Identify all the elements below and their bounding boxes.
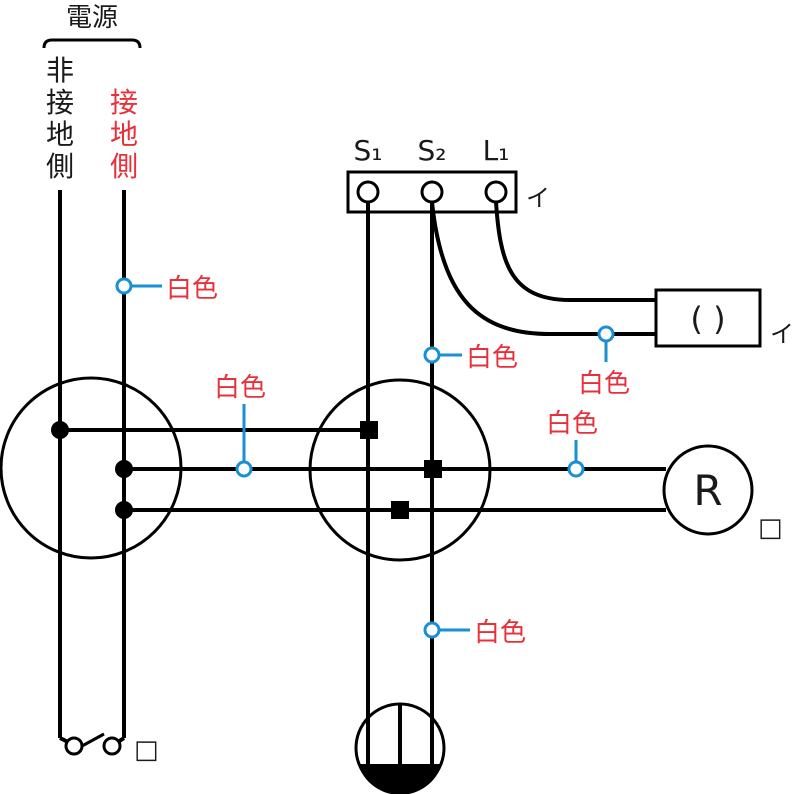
wire-marker-lamp-wire: 白色: [578, 325, 630, 399]
terminal-block-tag: イ: [526, 184, 550, 212]
wire-color-box2-vertical: 白色: [466, 343, 518, 373]
source-brace: [42, 38, 142, 49]
pilot-lamp-symbol: ( ): [690, 300, 725, 338]
pilot-lamp: [654, 288, 762, 348]
ground-char-1: 接: [110, 86, 138, 119]
switch-tag: □: [134, 735, 159, 765]
junction-box-2: [308, 378, 492, 562]
switch-lead-right: [116, 736, 126, 744]
wire-marker-bottom-vertical: 白色: [423, 618, 526, 648]
connector-sleeve-3: [391, 501, 409, 519]
switch-contact-right: [102, 736, 122, 756]
receptacle-tag: □: [758, 513, 783, 543]
switch-lead-left: [59, 736, 69, 744]
wire-l1-to-lamp: [494, 201, 656, 302]
terminal-label-l1: L₁: [483, 134, 510, 167]
lamp-fixture-base: [358, 764, 442, 794]
non-ground-char-2: 接: [46, 86, 74, 119]
wire-color-bottom-vertical: 白色: [474, 618, 526, 648]
non-ground-side-label: 非 接 地 側: [46, 54, 74, 183]
source-title: 電源: [66, 3, 118, 33]
wire-color-ground-drop: 白色: [166, 274, 218, 304]
wire-color-box1-box2: 白色: [214, 373, 266, 403]
terminal-label-s1: S₁: [354, 134, 383, 167]
wire-marker-to-receptacle: 白色: [546, 409, 598, 478]
terminal-s2: [420, 180, 444, 204]
ground-char-3: 側: [110, 150, 138, 183]
ground-side-label: 接 地 側: [110, 86, 138, 183]
receptacle-symbol: R: [693, 466, 722, 515]
terminal-label-s2: S₂: [418, 134, 447, 167]
wire-color-to-receptacle: 白色: [546, 409, 598, 439]
wire-marker-box2-vertical: 白色: [423, 343, 518, 373]
wire-marker-ground-drop: 白色: [115, 274, 218, 304]
wire-s2-to-lamp: [430, 201, 656, 336]
terminal-s1: [356, 180, 380, 204]
receptacle: [662, 444, 754, 536]
switch-lever: [81, 732, 105, 748]
wire-marker-box1-box2: 白色: [214, 373, 266, 478]
ground-char-2: 地: [110, 118, 138, 151]
terminal-l1: [484, 180, 508, 204]
wire-color-lamp-wire: 白色: [578, 369, 630, 399]
pilot-lamp-tag: イ: [770, 320, 794, 348]
non-ground-char-4: 側: [46, 150, 74, 183]
terminal-labels: S₁ S₂ L₁: [354, 134, 510, 167]
non-ground-char-3: 地: [46, 118, 74, 151]
non-ground-char-1: 非: [46, 54, 74, 87]
